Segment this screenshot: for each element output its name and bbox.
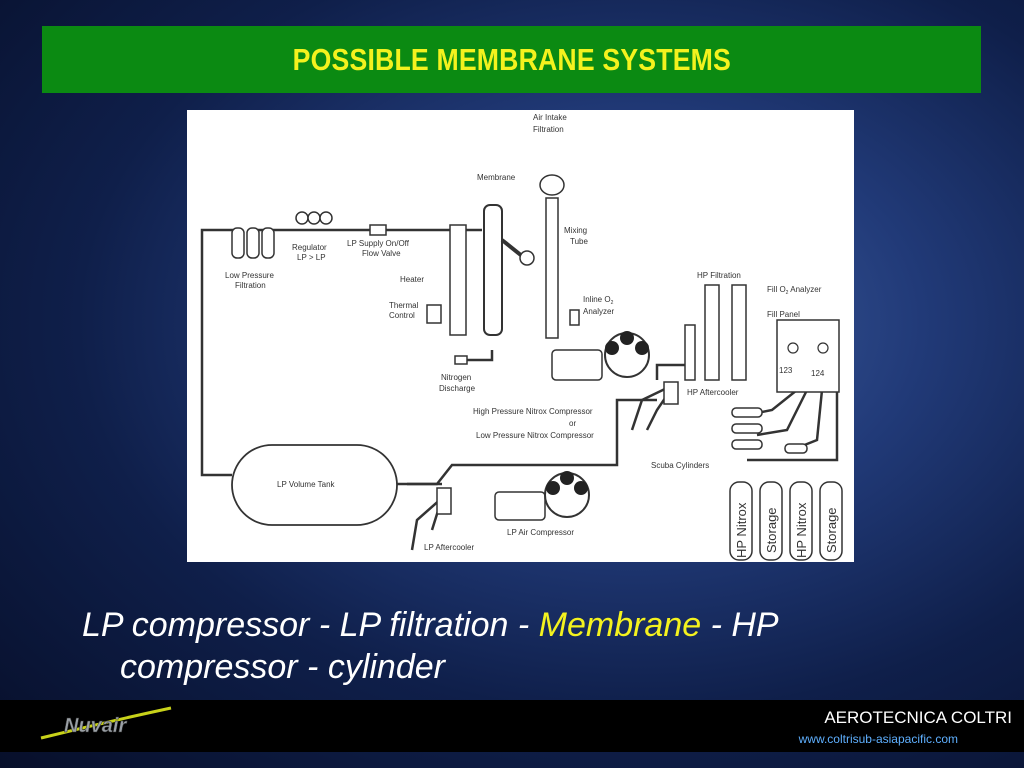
hp-filtration-label: HP Filtration (697, 271, 741, 280)
fill-gauge-2 (817, 342, 829, 354)
company-name: AEROTECNICA COLTRI (824, 708, 1012, 727)
lp-motor-icon (494, 491, 546, 521)
diagram-svg: Low Pressure Filtration Regulator LP > L… (200, 113, 843, 561)
thermal-label-2: Control (389, 311, 415, 320)
lp-supply-valve-icon (369, 224, 387, 236)
air-intake-label-2: Filtration (533, 125, 564, 134)
scuba-label: Scuba Cylinders (651, 461, 709, 470)
lp-cylinder-head-2 (574, 481, 588, 495)
lp-filtration-label-2: Filtration (235, 281, 266, 290)
regulator-label-2: LP > LP (297, 253, 326, 262)
hp-aftercooler-pipe (630, 386, 668, 431)
company-url[interactable]: www.coltrisub-asiapacific.com (798, 732, 958, 746)
fill-panel-icon (776, 319, 840, 393)
port-124-label: 124 (811, 369, 825, 378)
hp-filter-3-icon (731, 284, 747, 381)
fill-gauge-1 (787, 342, 799, 354)
mixing-label-1: Mixing (564, 226, 587, 235)
lp-volume-tank-icon (231, 444, 398, 526)
air-intake-icon (539, 174, 565, 196)
slide-caption: LP compressor - LP filtration - Membrane… (82, 604, 962, 688)
inline-o2-label-2: Analyzer (583, 307, 614, 316)
lp-tank-label: LP Volume Tank (277, 480, 336, 489)
port-123-label: 123 (779, 366, 793, 375)
hp-cylinder-head-3 (620, 331, 634, 345)
scuba-hose-2 (756, 389, 809, 437)
storage-cyl-label-3: HP Nitrox (794, 502, 809, 558)
caption-part-2: - HP (701, 606, 779, 644)
hp-comp-label-2: or (569, 419, 576, 428)
mixing-junction-icon (519, 250, 535, 266)
nitrogen-discharge-icon (454, 355, 468, 365)
inline-o2-label-1: Inline O2 (583, 295, 614, 306)
membrane-label: Membrane (477, 173, 516, 182)
hp-filter-1-icon (684, 324, 696, 381)
storage-cyl-label-4: Storage (824, 507, 839, 553)
lp-aftercooler-label: LP Aftercooler (424, 543, 474, 552)
scuba-cylinders-icon (731, 407, 808, 454)
title-bar: POSSIBLE MEMBRANE SYSTEMS (42, 26, 981, 93)
storage-cyl-label-2: Storage (764, 507, 779, 553)
heater-label: Heater (400, 275, 424, 284)
thermal-control-icon (426, 304, 442, 324)
hp-cylinder-head-1 (605, 341, 619, 355)
lp-filtration-label-1: Low Pressure (225, 271, 274, 280)
storage-bank-icon (729, 481, 843, 561)
lp-filtration-icon (231, 227, 275, 259)
lp-supply-label-1: LP Supply On/Off (347, 239, 410, 248)
air-intake-label-1: Air Intake (533, 113, 567, 122)
nuvair-logo: Nuvair (40, 706, 172, 740)
hp-comp-label-3: Low Pressure Nitrox Compressor (476, 431, 594, 440)
hp-aftercooler-icon (663, 381, 679, 405)
mixing-tube-icon (545, 197, 559, 339)
scuba-hose-3 (796, 389, 824, 450)
heater-icon (449, 224, 467, 336)
hp-comp-label-1: High Pressure Nitrox Compressor (473, 407, 593, 416)
regulator-label-1: Regulator (292, 243, 327, 252)
storage-cyl-label-1: HP Nitrox (734, 502, 749, 558)
hp-aftercooler-label: HP Aftercooler (687, 388, 739, 397)
lp-cylinder-head-3 (560, 471, 574, 485)
nitrogen-pipe (457, 350, 494, 362)
caption-line-2: compressor - cylinder (120, 648, 445, 686)
mixing-label-2: Tube (570, 237, 588, 246)
lp-cylinder-head-1 (546, 481, 560, 495)
lp-air-comp-label: LP Air Compressor (507, 528, 574, 537)
hp-filter-2-icon (704, 284, 720, 381)
lp-return-pipe (200, 228, 237, 477)
nitrogen-label-2: Discharge (439, 384, 476, 393)
inline-o2-analyzer-icon (569, 309, 580, 326)
logo-swoosh (40, 706, 172, 740)
caption-highlight: Membrane (538, 606, 702, 644)
lp-aftercooler-icon (436, 487, 452, 515)
nitrogen-label-1: Nitrogen (441, 373, 471, 382)
lp-aftercooler-pipe (410, 497, 443, 551)
hp-cylinder-head-2 (635, 341, 649, 355)
regulator-icon (295, 211, 333, 225)
fill-o2-label: Fill O2 Analyzer (767, 285, 822, 296)
thermal-label-1: Thermal (389, 301, 419, 310)
lp-supply-label-2: Flow Valve (362, 249, 401, 258)
hp-feed-pipe (655, 363, 692, 380)
caption-part-1: LP compressor - LP filtration - (82, 606, 539, 644)
fill-panel-label: Fill Panel (767, 310, 800, 319)
logo-text: Nuvair (64, 715, 127, 737)
hp-motor-icon (551, 349, 603, 381)
membrane-system-diagram: Low Pressure Filtration Regulator LP > L… (187, 110, 854, 562)
slide-title: POSSIBLE MEMBRANE SYSTEMS (292, 41, 731, 77)
membrane-icon (483, 204, 503, 336)
storage-manifold (747, 390, 839, 462)
